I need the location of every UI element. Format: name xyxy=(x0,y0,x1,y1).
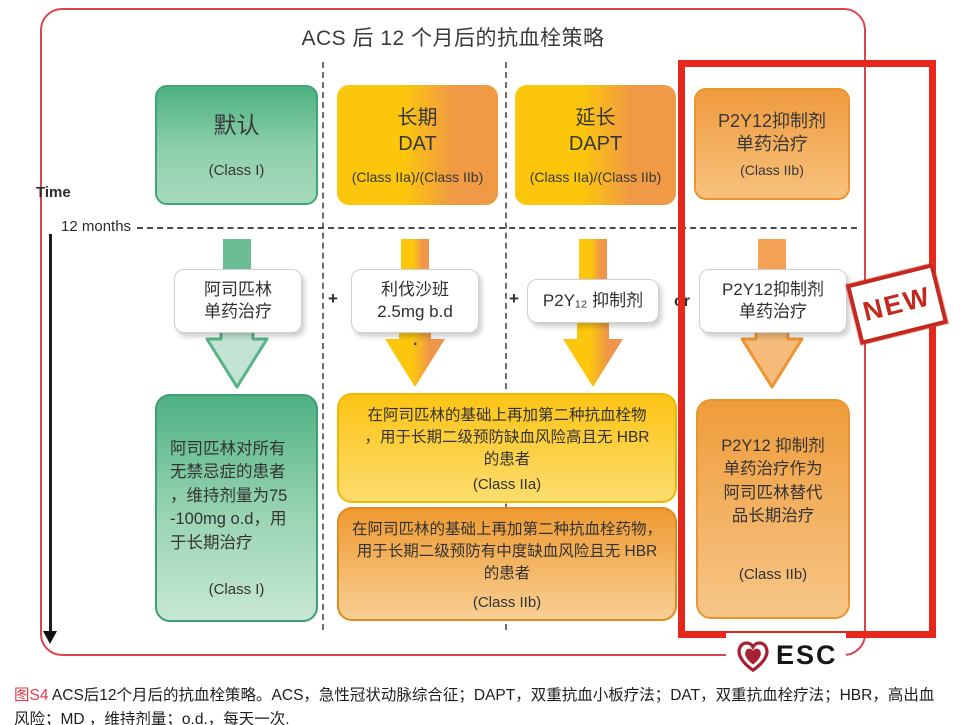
header-title: 延长 DAPT xyxy=(568,107,623,155)
rivaroxaban-box: 利伐沙班 2.5mg b.d xyxy=(351,269,479,333)
rivaroxaban-dot: . xyxy=(413,332,418,349)
diagram-title: ACS 后 12 个月后的抗血栓策略 xyxy=(301,27,605,50)
aspirin-monotherapy-box: 阿司匹林 单药治疗 xyxy=(174,269,302,333)
caption-figure-number: 图S4 xyxy=(14,687,49,704)
header-card-default: 默认 (Class I) xyxy=(155,85,318,205)
header-title: P2Y12抑制剂 单药治疗 xyxy=(717,110,827,154)
card-text: 在阿司匹林的基础上再加第二种抗血栓药物， 用于长期二级预防有中度缺血风险且无 H… xyxy=(351,521,662,582)
class-label: (Class I) xyxy=(208,162,265,180)
time-axis-arrowhead-icon xyxy=(43,631,57,644)
header-card-longterm-dat: 长期 DAT (Class IIa)/(Class IIb) xyxy=(337,85,498,205)
time-milestone-label: 12 months xyxy=(61,218,132,235)
esc-logo: ESC xyxy=(726,633,846,677)
or-label: or xyxy=(674,293,690,310)
header-title: 默认 xyxy=(213,111,260,138)
header-card-extended-dapt: 延长 DAPT (Class IIa)/(Class IIb) xyxy=(515,85,676,205)
figure-caption: 图S4 ACS后12个月后的抗血栓策略。ACS，急性冠状动脉综合征；DAPT，双… xyxy=(14,684,942,725)
class-label: (Class IIa)/(Class IIb) xyxy=(351,169,484,185)
plus-sign-1: + xyxy=(328,289,338,308)
card-text: 在阿司匹林的基础上再加第二种抗血栓物 ，用于长期二级预防缺血风险高且无 HBR … xyxy=(364,407,650,468)
p2y12-monotherapy-box: P2Y12抑制剂 单药治疗 xyxy=(699,269,847,333)
card-text: P2Y12 抑制剂 单药治疗作为 阿司匹林替代 品长期治疗 xyxy=(721,437,825,526)
dat-class-iib-card: 在阿司匹林的基础上再加第二种抗血栓药物， 用于长期二级预防有中度缺血风险且无 H… xyxy=(337,507,677,621)
twelve-months-dashed-line xyxy=(137,227,857,229)
aspirin-detail-card: 阿司匹林对所有 无禁忌症的患者 ，维持剂量为75 -100mg o.d，用 于长… xyxy=(155,394,318,622)
esc-label: ESC xyxy=(776,639,838,670)
class-label: (Class IIb) xyxy=(472,594,542,611)
class-label: (Class I) xyxy=(208,581,265,598)
column-divider-2 xyxy=(505,62,507,630)
column-divider-1 xyxy=(322,62,324,630)
header-title: 长期 DAT xyxy=(397,107,438,155)
class-label: (Class IIb) xyxy=(740,162,804,179)
caption-text: ACS后12个月后的抗血栓策略。ACS，急性冠状动脉综合征；DAPT，双重抗血小… xyxy=(14,687,935,725)
card-text: 阿司匹林对所有 无禁忌症的患者 ，维持剂量为75 -100mg o.d，用 于长… xyxy=(170,440,288,552)
class-label: (Class IIa)/(Class IIb) xyxy=(529,169,662,185)
time-axis-line xyxy=(49,234,52,632)
dat-class-iia-card: 在阿司匹林的基础上再加第二种抗血栓物 ，用于长期二级预防缺血风险高且无 HBR … xyxy=(337,393,677,503)
time-axis-label: Time xyxy=(36,184,71,201)
plus-sign-2: + xyxy=(509,289,519,308)
class-label: (Class IIb) xyxy=(738,566,808,583)
header-card-p2y12-monotherapy: P2Y12抑制剂 单药治疗 (Class IIb) xyxy=(694,88,850,200)
p2y12-detail-card: P2Y12 抑制剂 单药治疗作为 阿司匹林替代 品长期治疗 (Class IIb… xyxy=(696,399,850,619)
esc-heart-icon xyxy=(737,641,769,673)
class-label: (Class IIa) xyxy=(472,476,542,493)
p2y12-inhibitor-box: P2Y₁₂ 抑制剂 xyxy=(527,279,659,323)
